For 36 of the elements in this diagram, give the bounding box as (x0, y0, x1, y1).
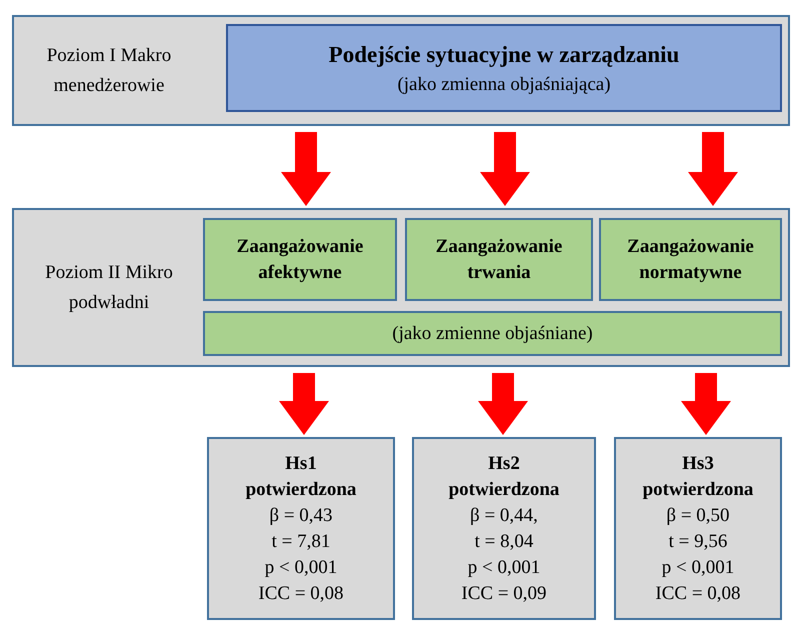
block-arrow (478, 373, 528, 435)
level-label: Poziom II Mikro podwładni (44, 260, 174, 314)
commitment-label: Zaangażowanie trwania (434, 234, 564, 284)
box-subtitle: (jako zmienne objaśniane) (392, 322, 593, 346)
hypothesis-result-box (614, 437, 782, 620)
block-arrow (681, 373, 731, 435)
statistic-text: ICC = 0,08 (258, 582, 344, 606)
commitment-label: Zaangażowanie afektywne (236, 234, 364, 284)
statistic-text: p < 0,001 (264, 556, 338, 580)
box-heading: Podejście sytuacyjne w zarządzaniu (328, 41, 680, 69)
statistic-text: p < 0,001 (468, 556, 540, 580)
level-band (12, 15, 790, 126)
statistic-text: β = 0,44, (470, 504, 538, 528)
statistic-text: ICC = 0,09 (461, 582, 547, 606)
commitment-box (599, 218, 782, 301)
statistic-text: β = 0,50 (666, 504, 730, 528)
statistic-text: ICC = 0,08 (655, 582, 741, 606)
hypothesis-result-box (207, 437, 395, 620)
commitment-label: Zaangażowanie normatywne (626, 234, 755, 284)
statistic-text: t = 7,81 (272, 530, 330, 554)
block-arrow (480, 132, 530, 206)
statistic-text: t = 9,56 (668, 530, 728, 554)
explained-variables-bar (203, 311, 782, 356)
statistic-text: p < 0,001 (662, 556, 734, 580)
box-subtitle: (jako zmienna objaśniająca) (397, 73, 611, 97)
statistic-text: β = 0,43 (269, 504, 333, 528)
statistic-text: t = 8,04 (474, 530, 534, 554)
hypothesis-result-box (412, 437, 596, 620)
level-label: Poziom I Makro menedżerowie (46, 44, 172, 98)
commitment-box (405, 218, 593, 301)
explanatory-variable-box (226, 24, 782, 112)
commitment-box (203, 218, 397, 301)
level-band (12, 208, 790, 367)
block-arrow (279, 373, 329, 435)
block-arrow (281, 132, 331, 206)
block-arrow (688, 132, 738, 206)
